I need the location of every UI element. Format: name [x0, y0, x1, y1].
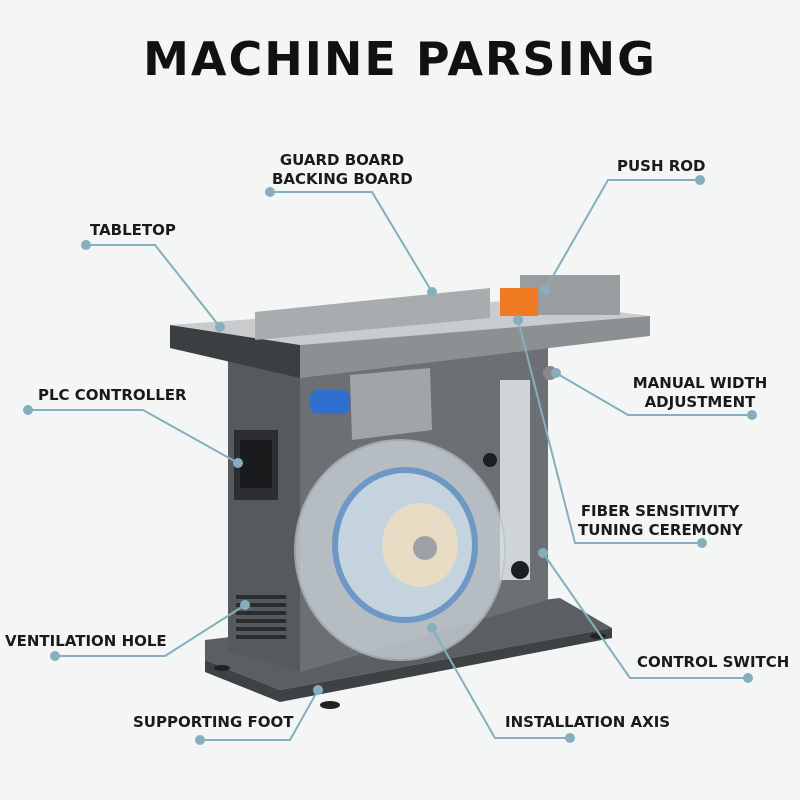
label-line: GUARD BOARD [279, 151, 405, 169]
label-ventilation-hole: VENTILATION HOLE [5, 632, 167, 650]
label-manual-width: MANUAL WIDTH ADJUSTMENT [632, 374, 768, 412]
label-control-switch: CONTROL SWITCH [637, 653, 790, 671]
label-supporting-foot: SUPPORTING FOOT [133, 713, 294, 731]
guard-board [255, 288, 490, 340]
label-fiber-sensitivity: FIBER SENSITIVITY TUNING CEREMONY [578, 502, 743, 540]
label-tabletop: TABLETOP [90, 221, 176, 239]
label-line: MANUAL WIDTH [632, 374, 768, 392]
label-plc-controller: PLC CONTROLLER [38, 386, 187, 404]
control-switch [511, 561, 529, 579]
label-line: FIBER SENSITIVITY [580, 502, 740, 520]
label-push-rod: PUSH ROD [617, 157, 706, 175]
roller [310, 390, 350, 414]
label-guard-board: GUARD BOARD BACKING BOARD [272, 151, 413, 189]
label-installation-axis: INSTALLATION AXIS [505, 713, 671, 731]
supporting-foot [320, 701, 340, 709]
label-line: TUNING CEREMONY [578, 521, 743, 539]
label-line: ADJUSTMENT [644, 393, 756, 411]
label-line: BACKING BOARD [272, 170, 413, 188]
installation-axis [413, 536, 437, 560]
ventilation-hole [236, 595, 286, 639]
page-title: MACHINE PARSING [143, 32, 657, 86]
